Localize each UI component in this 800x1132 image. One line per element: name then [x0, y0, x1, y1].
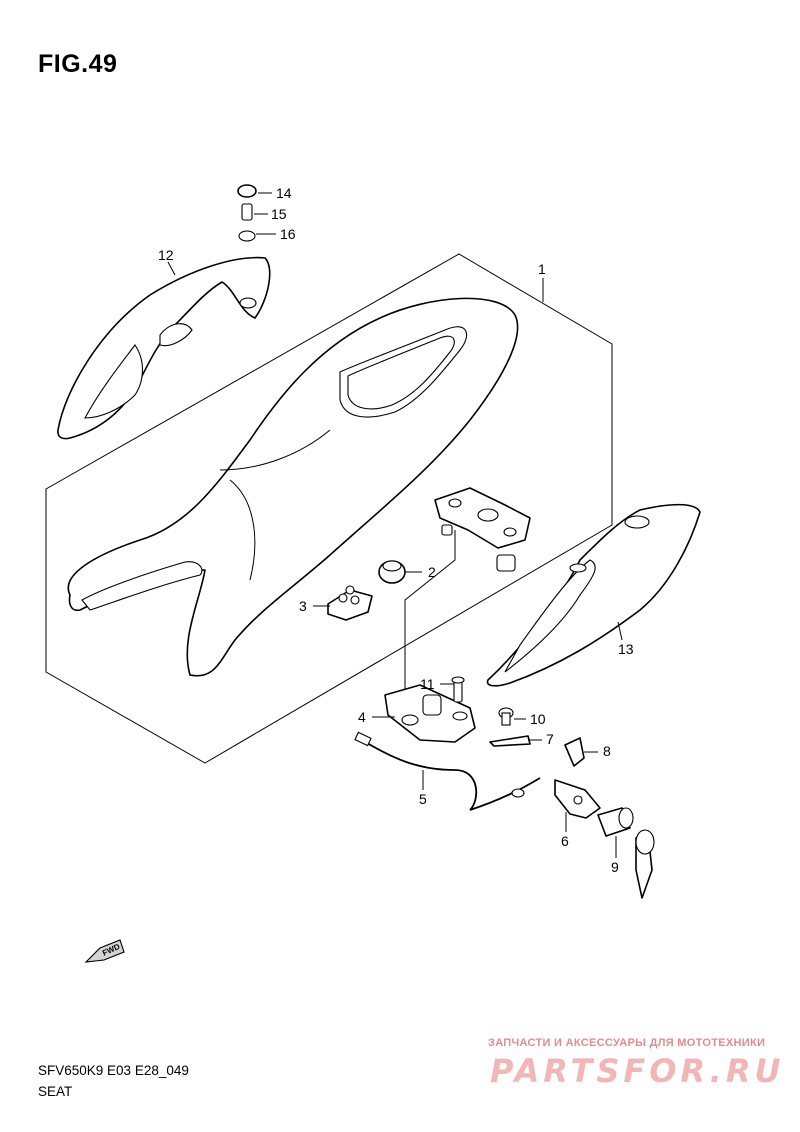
callout-14: 14: [276, 185, 292, 201]
seat-lock-assembly[interactable]: [384, 684, 476, 743]
cap-nut[interactable]: [237, 184, 257, 198]
callout-13: 13: [618, 641, 634, 657]
callout-10: 10: [530, 711, 546, 727]
callout-3: 3: [299, 598, 307, 614]
bolt-15[interactable]: [241, 203, 253, 221]
seat-lock-cable[interactable]: [354, 731, 541, 811]
forward-arrow-icon: FWD: [84, 939, 125, 963]
callout-4: 4: [358, 709, 366, 725]
watermark-tagline: ЗАПЧАСТИ И АКСЕССУАРЫ ДЛЯ МОТОТЕХНИКИ: [488, 1037, 766, 1049]
callout-labels: 1 2 3 4 5 6 7 8 9 10 11 12 13 14 15 16: [158, 185, 634, 875]
callout-8: 8: [603, 743, 611, 759]
grab-rail-left[interactable]: [57, 256, 271, 440]
leader-lines: [167, 192, 623, 858]
assembly-boundary: [45, 253, 613, 764]
spring-clip[interactable]: [489, 735, 531, 747]
bolt[interactable]: [451, 676, 465, 703]
seat-bracket-plate[interactable]: [434, 487, 531, 572]
figure-title: FIG.49: [38, 50, 118, 78]
cushion-block[interactable]: [327, 585, 373, 621]
callout-11: 11: [420, 676, 435, 692]
cushion-rubber[interactable]: [378, 560, 406, 584]
seat-cushion[interactable]: [67, 297, 519, 677]
watermark-brand: PARTSFOR.RU: [490, 1052, 785, 1090]
callout-15: 15: [271, 206, 287, 222]
callout-6: 6: [561, 833, 569, 849]
callout-9: 9: [611, 859, 619, 875]
washer[interactable]: [238, 230, 256, 242]
callout-16: 16: [280, 226, 296, 242]
bolt-10[interactable]: [498, 707, 514, 726]
lock-bracket[interactable]: [554, 779, 601, 819]
callout-12: 12: [158, 247, 174, 263]
key-lock-cylinder[interactable]: [597, 807, 655, 899]
callout-7: 7: [546, 731, 554, 747]
grab-rail-right[interactable]: [486, 503, 701, 687]
section-name: SEAT: [38, 1084, 73, 1099]
callout-5: 5: [419, 791, 427, 807]
callout-1: 1: [538, 261, 546, 277]
cable-clip[interactable]: [564, 737, 585, 767]
callout-2: 2: [428, 564, 436, 580]
model-code: SFV650K9 E03 E28_049: [38, 1063, 189, 1078]
